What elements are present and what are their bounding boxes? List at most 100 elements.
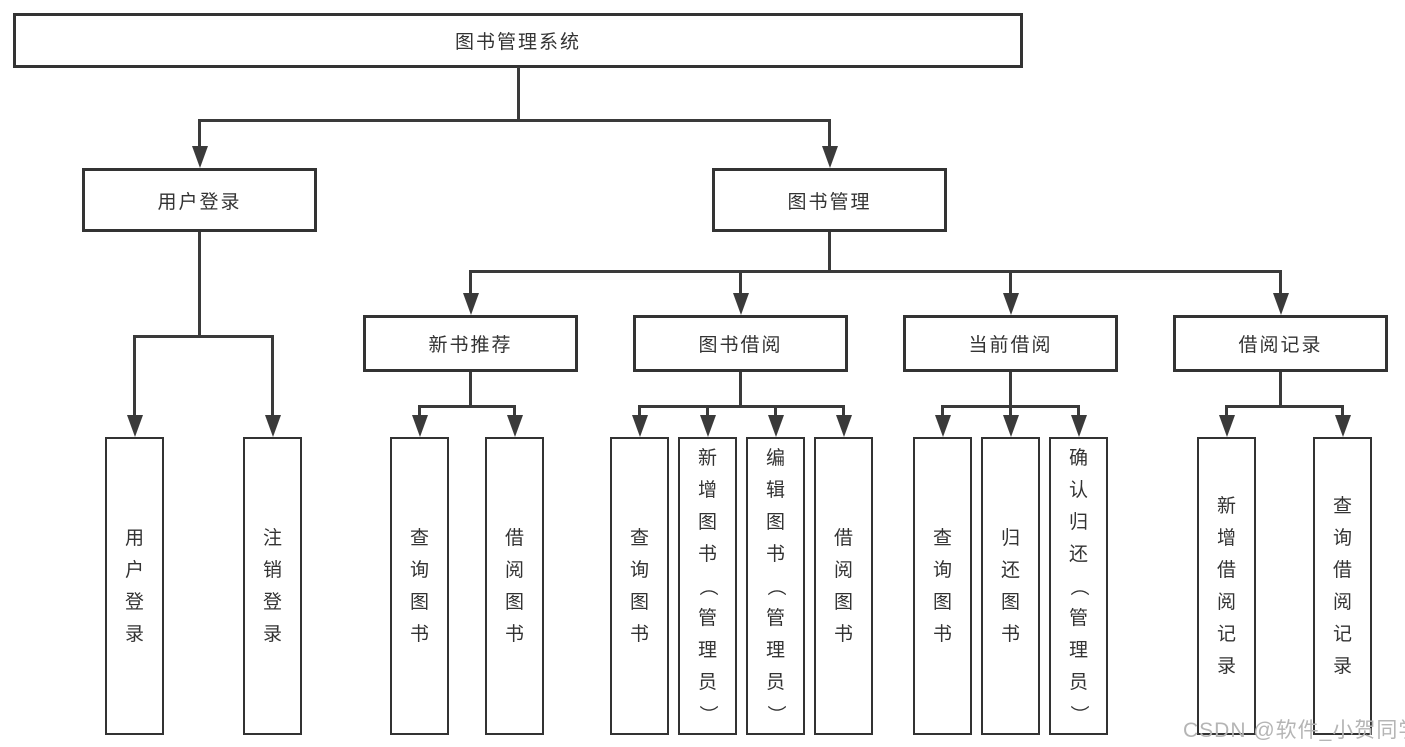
node-user-login: 用户登录 (82, 168, 317, 232)
leaf-borrow-books-recommend: 借阅图书 (485, 437, 544, 735)
arrow-down-icon (821, 146, 838, 168)
leaf-label-char: 登 (262, 591, 282, 613)
arrow-down-icon (462, 293, 479, 315)
leaf-label-char: 还 (1000, 559, 1020, 581)
connector-drop (469, 270, 472, 295)
leaf-label-char: 理 (697, 639, 717, 661)
connector-drop (1009, 270, 1012, 295)
leaf-label-char: 询 (409, 559, 429, 581)
leaf-label-char: 录 (1216, 655, 1236, 677)
leaf-label-char: 书 (504, 623, 524, 645)
leaf-label-char: 员 (697, 671, 717, 693)
leaf-label-char: 阅 (1216, 591, 1236, 613)
leaf-label-char: ） (1067, 704, 1089, 724)
leaf-label-char: 图 (932, 591, 952, 613)
leaf-label: 借阅图书 (816, 439, 871, 733)
arrow-down-icon (506, 415, 523, 437)
node-label: 借阅记录 (1238, 335, 1323, 356)
leaf-label-char: 书 (932, 623, 952, 645)
leaf-label-char: 增 (1216, 527, 1236, 549)
leaf-confirm-return-admin: 确认归还（管理员） (1049, 437, 1108, 735)
connector-drop (271, 335, 274, 417)
leaf-label-char: 新 (697, 447, 717, 469)
leaf-edit-book-admin: 编辑图书（管理员） (746, 437, 805, 735)
connector-drop (638, 405, 641, 417)
leaf-add-book-admin: 新增图书（管理员） (678, 437, 737, 735)
leaf-label-char: 阅 (504, 559, 524, 581)
arrow-down-icon (767, 415, 784, 437)
connector-bar (133, 335, 274, 338)
leaf-label-char: 登 (124, 591, 144, 613)
leaf-label: 查询图书 (915, 439, 970, 733)
leaf-label: 查询借阅记录 (1315, 439, 1370, 733)
leaf-label-char: 书 (629, 623, 649, 645)
leaf-label-char: 借 (1216, 559, 1236, 581)
leaf-label-char: 管 (1068, 607, 1088, 629)
leaf-label-char: 归 (1000, 527, 1020, 549)
leaf-label-char: 销 (262, 559, 282, 581)
node-borrowing-records: 借阅记录 (1173, 315, 1388, 372)
leaf-label: 编辑图书（管理员） (748, 439, 803, 733)
leaf-label: 归还图书 (983, 439, 1038, 733)
leaf-label-char: ） (696, 704, 718, 724)
arrow-down-icon (1272, 293, 1289, 315)
connector-drop (513, 405, 516, 417)
leaf-label-char: 借 (833, 527, 853, 549)
leaf-label-char: 录 (262, 623, 282, 645)
connector-drop (1341, 405, 1344, 417)
arrow-down-icon (1334, 415, 1351, 437)
leaf-label-char: 询 (629, 559, 649, 581)
arrow-down-icon (191, 146, 208, 168)
leaf-label-char: 管 (765, 607, 785, 629)
leaf-label-char: 还 (1068, 543, 1088, 565)
arrow-down-icon (732, 293, 749, 315)
arrow-down-icon (264, 415, 281, 437)
leaf-label-char: 编 (765, 447, 785, 469)
connector-drop (133, 335, 136, 417)
leaf-label-char: （ (1067, 576, 1089, 596)
node-label: 图书管理系统 (454, 32, 581, 53)
arrow-down-icon (1070, 415, 1087, 437)
leaf-label-char: 理 (765, 639, 785, 661)
leaf-borrow-books: 借阅图书 (814, 437, 873, 735)
leaf-label-char: 辑 (765, 479, 785, 501)
leaf-label-char: 图 (1000, 591, 1020, 613)
connector-stem (516, 67, 520, 120)
leaf-query-borrow-record: 查询借阅记录 (1313, 437, 1372, 735)
connector-drop (198, 119, 201, 148)
arrow-down-icon (934, 415, 951, 437)
connector-stem (1009, 372, 1012, 407)
leaf-label-char: 录 (124, 623, 144, 645)
arrow-down-icon (411, 415, 428, 437)
node-label: 当前借阅 (968, 335, 1053, 356)
leaf-label-char: 图 (833, 591, 853, 613)
leaf-label-char: 注 (262, 527, 282, 549)
connector-stem (828, 232, 831, 272)
node-label: 图书借阅 (698, 335, 783, 356)
connector-drop (706, 405, 709, 417)
leaf-label-char: 书 (409, 623, 429, 645)
connector-drop (418, 405, 421, 417)
connector-stem (469, 372, 472, 407)
leaf-label-char: 图 (697, 511, 717, 533)
node-label: 新书推荐 (428, 335, 513, 356)
leaf-label-char: 书 (833, 623, 853, 645)
connector-drop (1279, 270, 1282, 295)
connector-bar (198, 119, 831, 122)
leaf-label-char: 图 (504, 591, 524, 613)
leaf-query-books-current: 查询图书 (913, 437, 972, 735)
leaf-label: 用户登录 (107, 439, 162, 733)
leaf-label: 借阅图书 (487, 439, 542, 733)
connector-stem (739, 372, 742, 407)
leaf-label-char: 询 (1332, 527, 1352, 549)
connector-drop (941, 405, 944, 417)
connector-drop (774, 405, 777, 417)
leaf-label-char: 记 (1332, 623, 1352, 645)
leaf-label-char: 认 (1068, 479, 1088, 501)
leaf-label: 查询图书 (612, 439, 667, 733)
leaf-label-char: （ (764, 576, 786, 596)
arrow-down-icon (1002, 415, 1019, 437)
node-label: 用户登录 (157, 191, 242, 213)
leaf-label-char: 图 (629, 591, 649, 613)
leaf-label-char: 户 (124, 559, 144, 581)
